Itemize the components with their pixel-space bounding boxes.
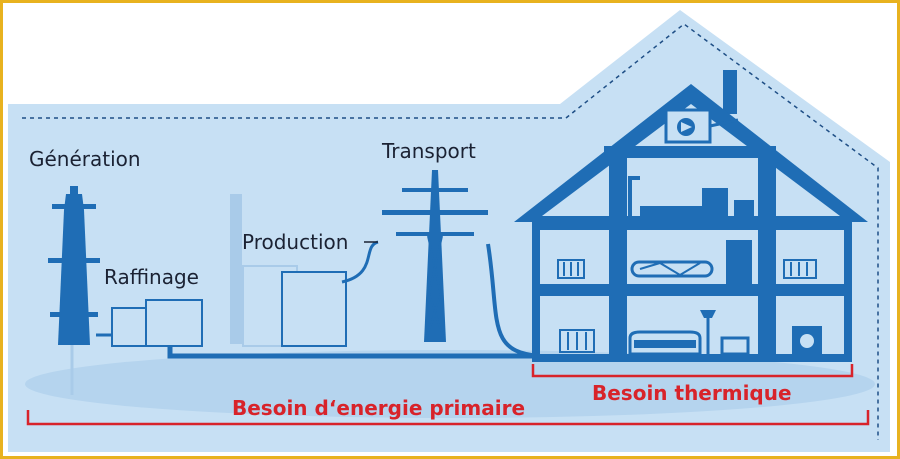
side-table bbox=[720, 336, 750, 356]
floor-slab-1 bbox=[532, 284, 852, 296]
ground-ellipse bbox=[25, 350, 875, 418]
label-raffinage: Raffinage bbox=[104, 265, 199, 289]
supply-line bbox=[167, 346, 540, 359]
central-shaft-left bbox=[609, 146, 627, 356]
power-plant-buildings bbox=[242, 265, 347, 347]
power-plant-chimney bbox=[230, 194, 242, 344]
floor-slab-ground bbox=[532, 354, 852, 362]
besoin-primaire-bracket bbox=[26, 410, 870, 426]
label-transport: Transport bbox=[381, 139, 476, 163]
attic-beam bbox=[604, 146, 764, 158]
house bbox=[514, 70, 868, 362]
label-production: Production bbox=[242, 230, 348, 254]
generation-derrick bbox=[48, 186, 100, 345]
house-chimney bbox=[723, 70, 737, 114]
besoin-thermique-bracket bbox=[531, 364, 854, 378]
transmission-pylon bbox=[382, 170, 488, 342]
dashed-boundary bbox=[22, 23, 879, 440]
attic-floor bbox=[532, 216, 852, 230]
label-besoin-primaire: Besoin d‘energie primaire bbox=[232, 396, 525, 420]
house-roof bbox=[514, 84, 868, 222]
label-besoin-thermique: Besoin thermique bbox=[592, 381, 792, 405]
central-shaft-right bbox=[758, 146, 776, 356]
refinery-tanks bbox=[111, 299, 203, 347]
wardrobe bbox=[726, 240, 752, 284]
attic-storage bbox=[640, 206, 706, 216]
production-cable bbox=[341, 240, 379, 284]
transport-cable bbox=[486, 243, 541, 358]
label-generation: Génération bbox=[29, 147, 141, 171]
